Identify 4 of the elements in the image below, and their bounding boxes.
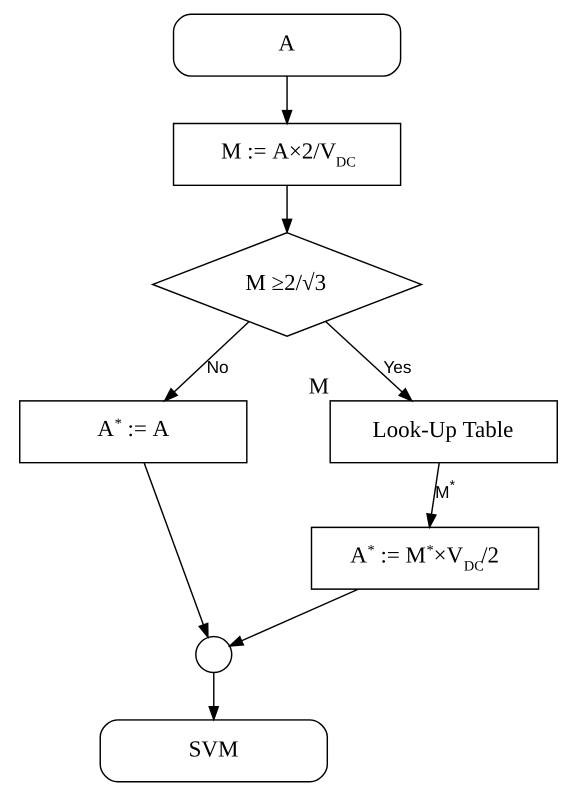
edge-label: Yes	[382, 356, 411, 377]
edge-label: No	[206, 356, 228, 377]
edge-label: M$^{*}$	[434, 478, 455, 502]
node-label: M	[308, 373, 329, 398]
